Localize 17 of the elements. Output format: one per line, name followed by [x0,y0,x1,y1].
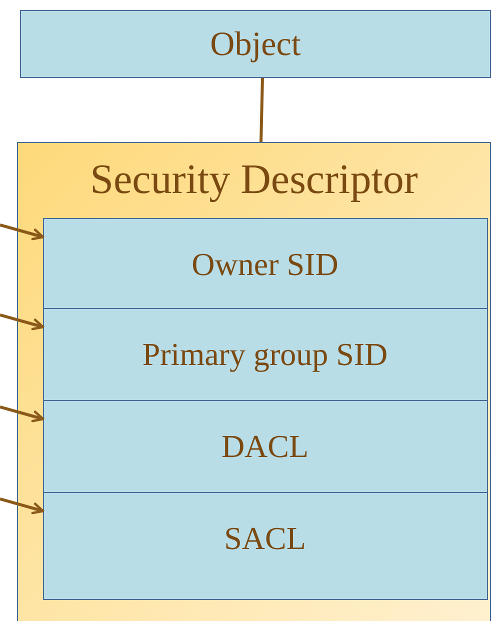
object-box [20,10,491,78]
field-box [42,308,488,400]
field-label: DACL [220,427,310,466]
connector-line [260,78,264,142]
arrow [0,224,44,240]
arrow [0,498,44,514]
field-label: Owner SID [190,244,340,284]
field-label: Object [209,24,302,65]
field-box [42,218,488,308]
field-box [42,400,488,492]
arrow [0,314,44,330]
field-label: Primary group SID [141,335,389,374]
arrow [0,406,44,422]
field-label: SACL [223,519,307,558]
container-panel [17,142,491,621]
field-box [42,492,488,600]
panel-heading: Security Descriptor [89,156,419,205]
